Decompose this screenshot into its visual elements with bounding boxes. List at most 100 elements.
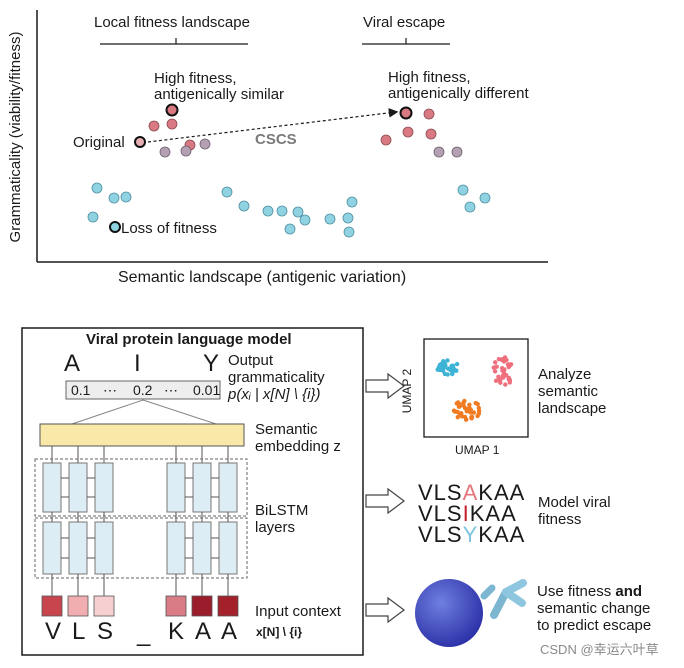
similar-point: [199, 138, 211, 150]
highlight-similar-point: [165, 103, 179, 117]
low-fitness-point: [464, 201, 476, 213]
high-fitness-different-label: High fitness,: [388, 69, 471, 86]
input-token: A: [195, 618, 212, 645]
output-prob: 0.01: [193, 382, 221, 398]
scatter-points: [87, 103, 491, 238]
lstm-cell: [42, 521, 62, 575]
output-label-2: grammaticality: [228, 369, 325, 386]
original-point: [134, 136, 146, 148]
similar-point: [180, 145, 192, 157]
input-token: A: [221, 618, 238, 645]
loss-of-fitness-point: [109, 221, 121, 233]
similar-point: [451, 146, 463, 158]
input-square: [217, 595, 239, 617]
lstm-cell: [218, 521, 238, 575]
input-token: _: [137, 620, 151, 647]
input-formula: x[N] \ {i}: [256, 625, 303, 639]
embedding-label: Semantic: [255, 421, 318, 438]
use-fitness-pre: Use fitness: [537, 583, 616, 600]
output-label: Output: [228, 352, 274, 369]
sequence-1: VLSAKAA: [418, 481, 525, 504]
input-context-label: Input context: [255, 603, 341, 620]
lstm-cell: [68, 521, 88, 575]
umap-point: [506, 377, 511, 382]
similar-point: [433, 146, 445, 158]
analyze-label-2: semantic: [538, 383, 599, 400]
output-token: I: [134, 350, 141, 377]
fan-lines: [71, 399, 217, 425]
use-fitness-label-2: semantic change: [537, 600, 651, 617]
highlight-escape-point: [399, 106, 413, 120]
lstm-cell: [42, 462, 62, 513]
hollow-arrow-3: [365, 596, 405, 624]
umap-point: [501, 375, 506, 380]
lstm-cell: [166, 462, 186, 513]
hollow-arrow-2: [365, 487, 405, 515]
low-fitness-point: [108, 192, 120, 204]
seq2-prefix: VLS: [418, 501, 463, 526]
low-fitness-point: [324, 213, 336, 225]
lstm-cell: [192, 521, 212, 575]
lstm-cell: [68, 462, 88, 513]
input-square: [93, 595, 115, 617]
umap-point: [493, 360, 498, 365]
low-fitness-point: [299, 214, 311, 226]
bilstm-label: BiLSTM: [255, 502, 309, 519]
umap-point: [468, 406, 473, 412]
analyze-label-3: landscape: [538, 400, 607, 417]
high-fitness-similar-label: High fitness,: [154, 70, 237, 87]
umap-point: [471, 410, 477, 415]
local-fitness-label: Local fitness landscape: [94, 14, 250, 31]
input-square: [41, 595, 63, 617]
seq3-suffix: KAA: [478, 522, 526, 547]
seq1-prefix: VLS: [418, 480, 463, 505]
umap-point: [441, 365, 447, 370]
low-fitness-point: [292, 206, 304, 218]
model-box: [21, 327, 364, 656]
high-fitness-different-label-2: antigenically different: [388, 85, 529, 102]
embedding-bar: [39, 423, 245, 447]
input-squares: [41, 595, 239, 617]
umap-clusters: [435, 355, 514, 422]
low-fitness-point: [342, 212, 354, 224]
output-prob: ⋯: [103, 382, 117, 398]
output-prob: 0.1: [71, 382, 91, 398]
fitness-point: [380, 134, 392, 146]
original-label: Original: [73, 134, 125, 151]
use-fitness-and: and: [615, 583, 643, 600]
output-prob: 0.2: [133, 382, 153, 398]
umap-box: [423, 338, 529, 438]
model-title: Viral protein language model: [86, 331, 292, 348]
umap-point: [476, 405, 481, 411]
seq2-mutation: I: [462, 501, 470, 526]
use-fitness-label: Use fitness and: [537, 583, 642, 601]
umap-point: [469, 416, 474, 421]
output-prob: ⋯: [164, 382, 178, 398]
model-viral-label: Model viral: [538, 494, 611, 511]
virus-sphere: [415, 579, 483, 647]
input-token: L: [72, 618, 86, 645]
cscs-label: CSCS: [255, 131, 297, 148]
umap-point: [491, 365, 496, 370]
umap-point: [496, 357, 502, 362]
low-fitness-point: [343, 226, 355, 238]
umap-point: [441, 359, 446, 364]
umap-y-label: UMAP 2: [400, 368, 415, 414]
umap-point: [467, 402, 472, 407]
seq2-suffix: KAA: [469, 501, 517, 526]
high-fitness-similar-label-2: antigenically similar: [154, 86, 285, 103]
bilstm-grid: [42, 446, 238, 596]
fitness-point: [166, 118, 178, 130]
umap-point: [503, 382, 508, 387]
umap-point: [445, 372, 450, 377]
low-fitness-point: [457, 184, 469, 196]
sequence-2: VLSIKAA: [418, 502, 517, 525]
lstm-cell: [94, 521, 114, 575]
fitness-point: [402, 126, 414, 138]
umap-point: [504, 357, 509, 363]
low-fitness-point: [87, 211, 99, 223]
umap-point: [450, 363, 456, 368]
antibody-shape: [480, 579, 527, 619]
input-token: K: [168, 618, 185, 645]
